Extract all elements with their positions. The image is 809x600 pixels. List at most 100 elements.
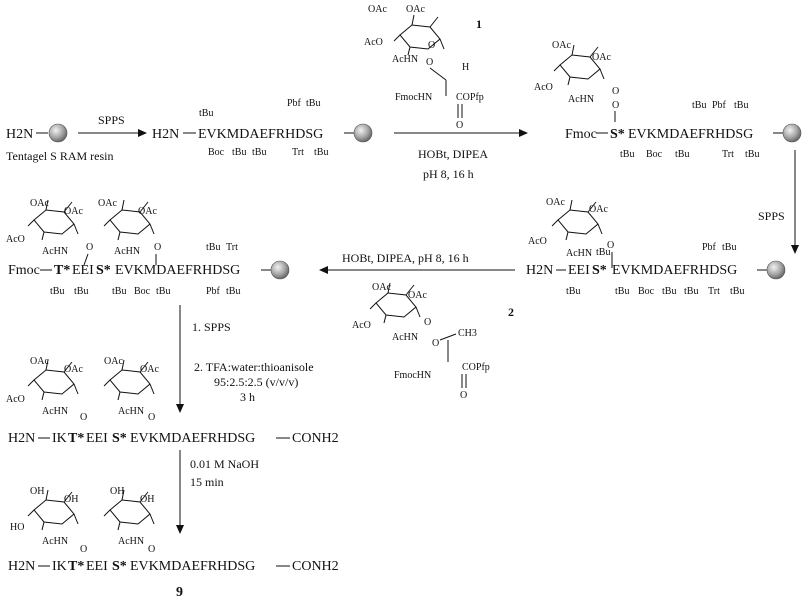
- svg-text:AcHN: AcHN: [118, 406, 144, 417]
- product-1-pg-bottom-4: tBu: [745, 149, 759, 160]
- glyco-bead: [270, 260, 290, 280]
- svg-text:O: O: [154, 242, 161, 253]
- svg-text:OH: OH: [30, 486, 44, 497]
- svg-text:AcO: AcO: [364, 37, 383, 48]
- row3-s-star: S*: [112, 431, 127, 446]
- building-block-1-number: 1: [476, 17, 482, 31]
- svg-text:OAc: OAc: [64, 206, 83, 217]
- svg-text:AcHN: AcHN: [568, 94, 594, 105]
- svg-text:OAc: OAc: [64, 364, 83, 375]
- svg-text:HO: HO: [10, 522, 24, 533]
- svg-text:OAc: OAc: [30, 198, 49, 209]
- svg-text:O: O: [80, 412, 87, 423]
- product-1-bead: [782, 123, 802, 143]
- glyco-seq: EVKMDAEFRHDSG: [115, 263, 240, 278]
- svg-text:OH: OH: [140, 494, 154, 505]
- svg-text:OAc: OAc: [98, 198, 117, 209]
- row4-sugars: OH OH HO AcHN O OH OH AcHN O: [10, 486, 155, 555]
- row3-ik: IK: [52, 431, 67, 446]
- row4-s-star: S*: [112, 559, 127, 574]
- peptide1-pg-top-1: Pbf: [287, 98, 302, 109]
- deprotect-step2c: 3 h: [240, 390, 255, 404]
- deprotect-step2b: 95:2.5:2.5 (v/v/v): [214, 375, 298, 389]
- peptide1-pg-bottom-1: tBu: [232, 147, 246, 158]
- product-1-s-star: S*: [610, 127, 625, 142]
- arrow-coupling-1-cond2: pH 8, 16 h: [423, 167, 474, 181]
- product-1-pg-bottom-3: Trt: [722, 149, 734, 160]
- svg-text:O: O: [86, 242, 93, 253]
- row4-ik: IK: [52, 559, 67, 574]
- svg-text:AcHN: AcHN: [392, 332, 418, 343]
- peptide2-pg-bottom-6: tBu: [730, 286, 744, 297]
- svg-text:OAc: OAc: [408, 290, 427, 301]
- svg-text:AcO: AcO: [352, 320, 371, 331]
- svg-text:O: O: [612, 100, 619, 111]
- svg-text:COPfp: COPfp: [456, 92, 484, 103]
- svg-text:O: O: [460, 390, 467, 401]
- svg-text:AcHN: AcHN: [566, 248, 592, 259]
- deprotect-step1: 1. SPPS: [192, 320, 231, 334]
- resin-label: Tentagel S RAM resin: [6, 149, 113, 163]
- svg-text:AcO: AcO: [6, 234, 25, 245]
- product-1-pg-bottom-0: tBu: [620, 149, 634, 160]
- peptide1-pg-bottom-3: Trt: [292, 147, 304, 158]
- peptide1-pg-bottom-4: tBu: [314, 147, 328, 158]
- glyco-pg-bottom-4: tBu: [156, 286, 170, 297]
- product-1-pg-top-2: tBu: [734, 100, 748, 111]
- glyco-fmoc: Fmoc: [8, 263, 40, 278]
- building-block-2: OAc OAc AcO AcHN O O CH3 FmocHN COPfp O …: [352, 282, 514, 401]
- deprotect-step2: 2. TFA:water:thioanisole: [194, 360, 314, 374]
- svg-text:O: O: [612, 86, 619, 97]
- arrow-spps-2-label: SPPS: [758, 209, 785, 223]
- svg-text:O: O: [428, 40, 435, 51]
- building-block-2-number: 2: [508, 305, 514, 319]
- peptide2-pg-bottom-3: tBu: [662, 286, 676, 297]
- peptide2-pg-bottom-5: Trt: [708, 286, 720, 297]
- product-1-seq: EVKMDAEFRHDSG: [628, 127, 753, 142]
- svg-text:OAc: OAc: [406, 4, 425, 15]
- peptide2-h2n: H2N: [526, 263, 553, 278]
- svg-text:OAc: OAc: [546, 197, 565, 208]
- glyco-s-star: S*: [96, 263, 111, 278]
- peptide1-h2n: H2N: [152, 127, 179, 142]
- peptide2-bead: [766, 260, 786, 280]
- row3-conh2: CONH2: [292, 431, 339, 446]
- peptide2-sugar: OAc OAc AcO AcHN O: [528, 197, 614, 268]
- peptide2-pg-top-1: Pbf: [702, 242, 717, 253]
- resin-h2n: H2N: [6, 127, 33, 142]
- svg-text:AcHN: AcHN: [42, 536, 68, 547]
- svg-text:O: O: [80, 544, 87, 555]
- glyco-pg-top-0: tBu: [206, 242, 220, 253]
- row4-h2n: H2N: [8, 559, 35, 574]
- glycopeptide-left-sugars: OAc OAc AcO AcHN O OAc OAc AcHN O: [6, 198, 161, 266]
- svg-text:O: O: [424, 317, 431, 328]
- peptide2-pg-bottom-0: tBu: [566, 286, 580, 297]
- glyco-pg-bottom-1: tBu: [74, 286, 88, 297]
- glyco-pg-bottom-5: Pbf: [206, 286, 221, 297]
- row3-eei: EEI: [86, 431, 108, 446]
- svg-text:AcHN: AcHN: [42, 246, 68, 257]
- svg-text:O: O: [148, 544, 155, 555]
- svg-text:O: O: [432, 338, 439, 349]
- svg-text:OAc: OAc: [140, 364, 159, 375]
- svg-text:O: O: [426, 57, 433, 68]
- peptide2-pg-bottom-1: tBu: [615, 286, 629, 297]
- svg-text:AcO: AcO: [528, 236, 547, 247]
- arrow-coupling-2-label: HOBt, DIPEA, pH 8, 16 h: [342, 251, 469, 265]
- product-1-pg-top-0: tBu: [692, 100, 706, 111]
- svg-text:OAc: OAc: [552, 40, 571, 51]
- arrow-coupling-1-cond1: HOBt, DIPEA: [418, 147, 488, 161]
- svg-text:COPfp: COPfp: [462, 362, 490, 373]
- building-block-1: OAc OAc AcO AcHN O O H FmocHN COPfp O 1: [364, 4, 484, 131]
- product-1-pg-top-1: Pbf: [712, 100, 727, 111]
- svg-text:AcO: AcO: [534, 82, 553, 93]
- svg-text:OAc: OAc: [368, 4, 387, 15]
- row3-h2n: H2N: [8, 431, 35, 446]
- compound-9-number: 9: [176, 585, 183, 600]
- svg-text:OAc: OAc: [372, 282, 391, 293]
- svg-text:OH: OH: [64, 494, 78, 505]
- product-1-fmoc: Fmoc: [565, 127, 597, 142]
- row4-eei: EEI: [86, 559, 108, 574]
